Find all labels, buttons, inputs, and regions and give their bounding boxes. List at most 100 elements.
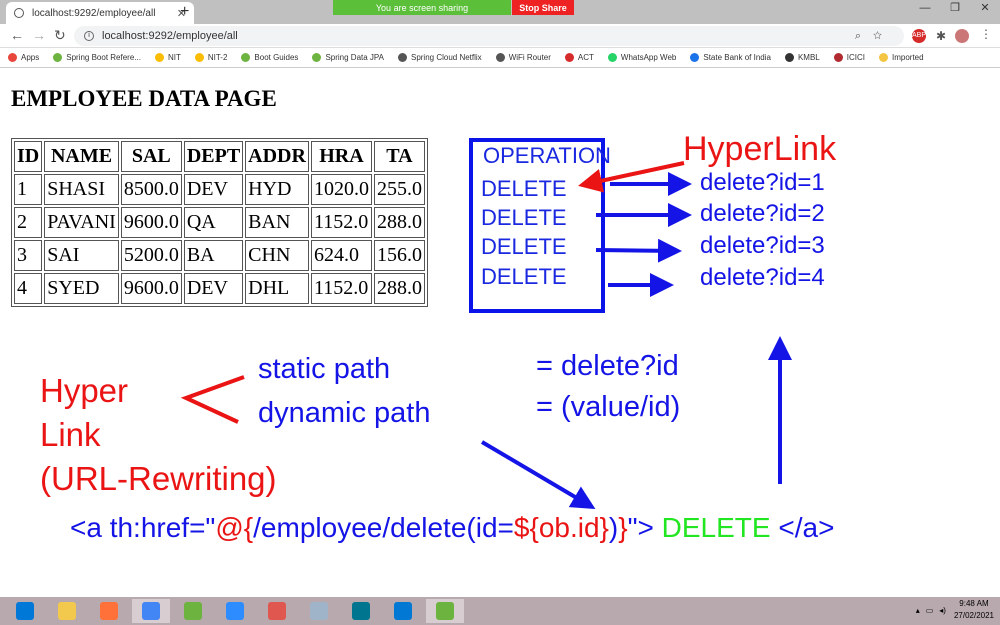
bookmark-item[interactable]: Spring Data JPA [312,53,384,62]
bookmark-item[interactable]: Imported [879,53,924,62]
windows-start-icon[interactable] [6,599,44,623]
network-icon[interactable]: ▭ [925,605,934,615]
bookmark-label: ACT [577,53,594,62]
address-bar-row: ← → ↻ i localhost:9292/employee/all ⌕☆ A… [0,24,1000,48]
close-tab-icon[interactable]: ✕ [176,7,186,20]
table-cell-name: PAVANI [44,207,119,238]
folder-icon [879,53,888,62]
column-header-hra: HRA [310,141,372,172]
file-explorer-icon[interactable] [48,599,86,623]
stop-share-button[interactable]: Stop Share [512,0,574,15]
table-cell-id: 4 [14,273,43,304]
profile-avatar[interactable] [955,29,969,43]
mysql-icon[interactable] [342,599,380,623]
spring-tool-icon-glyph [184,602,202,620]
forward-arrow-icon[interactable]: → [32,27,46,43]
spring-icon [53,53,63,62]
table-cell-hra: 624.0 [310,240,372,271]
back-arrow-icon[interactable]: ← [10,27,24,43]
paint-icon[interactable] [258,599,296,623]
table-cell-sal: 5200.0 [120,240,182,271]
bookmark-item[interactable]: ACT [564,53,594,62]
info-icon[interactable]: i [84,31,94,41]
bookmarks-bar: Apps Spring Boot Refere... NIT NIT-2 Boot Gu… [0,48,1000,68]
url-annotation-3: delete?id=3 [700,232,825,259]
code-path: /employee/delete(id= [253,512,514,543]
delete-link-3[interactable]: DELETE [481,234,567,259]
bookmark-item[interactable]: WhatsApp Web [607,53,676,62]
restore-button[interactable]: ❐ [950,2,960,14]
spring-icon [241,53,251,62]
url-annotation-4: delete?id=4 [700,264,825,291]
bookmark-item[interactable]: Spring Cloud Netflix [397,53,482,62]
screen-sharing-banner: You are screen sharing [333,0,511,15]
search-doc-icon-glyph [310,602,328,620]
bookmark-item[interactable]: NIT-2 [194,53,228,62]
extensions-puzzle-icon[interactable]: ✱ [934,29,948,43]
minimize-button[interactable]: — [919,2,931,14]
search-doc-icon[interactable] [300,599,338,623]
spring-tool-icon[interactable] [426,599,464,623]
table-cell-dept: DEV [183,174,244,205]
bookmark-item[interactable]: Apps [8,53,39,62]
bookmark-item[interactable]: Spring Boot Refere... [53,53,141,62]
code-open: <a th:href=" [70,512,216,543]
vscode-icon[interactable] [384,599,422,623]
bookmark-item[interactable]: State Bank of India [690,53,771,62]
apps-grid-icon [8,53,17,62]
delete-link-1[interactable]: DELETE [481,176,567,201]
globe-icon [14,8,24,18]
browser-tab[interactable]: localhost:9292/employee/all ✕ [6,2,194,24]
table-cell-id: 3 [14,240,43,271]
bookmark-label: Boot Guides [254,53,299,62]
table-cell-hra: 1020.0 [310,174,372,205]
delete-link-2[interactable]: DELETE [481,205,567,230]
table-cell-ta: 156.0 [373,240,425,271]
table-cell-id: 1 [14,174,43,205]
spring-icon [312,53,322,62]
sharing-text: You are screen sharing [375,2,469,13]
new-tab-button[interactable]: + [180,3,190,20]
table-cell-hra: 1152.0 [310,273,372,304]
hyperlink-annotation: HyperLink [683,130,837,168]
reload-icon[interactable]: ↻ [54,27,66,43]
code-close-brace: } [618,512,628,543]
bookmark-label: ICICI [846,53,865,62]
sbi-icon [690,53,700,62]
menu-dots-icon[interactable]: ⋮ [980,27,992,41]
delete-link-4[interactable]: DELETE [481,264,567,289]
bookmark-item[interactable]: NIT [154,53,181,62]
url-tools: ⌕☆ [855,30,894,43]
bookmark-star-icon[interactable]: ☆ [873,29,894,42]
bookmark-label: State Bank of India [703,53,771,62]
chrome-icon[interactable] [132,599,170,623]
bookmark-label: Spring Boot Refere... [66,53,141,62]
static-path-annotation: static path [258,353,391,385]
icici-icon [833,53,843,62]
bookmark-item[interactable]: Boot Guides [241,53,298,62]
table-cell-sal: 9600.0 [120,273,182,304]
window-controls: — ❐ ✕ [910,0,1000,18]
bookmark-item[interactable]: ICICI [833,53,865,62]
zoom-icon[interactable]: ⌕ [854,29,874,42]
bookmark-item[interactable]: KMBL [784,53,820,62]
column-header-id: ID [14,141,43,172]
spring-tool-icon[interactable] [174,599,212,623]
bookmark-label: NIT-2 [207,53,228,62]
bookmark-item[interactable]: WiFi Router [495,53,551,62]
clock[interactable]: 9:48 AM 27/02/2021 [954,598,994,622]
close-window-button[interactable]: ✕ [980,2,990,14]
tray-chevron-icon[interactable]: ▴ [915,605,920,615]
dynamic-equation: = (value/id) [536,391,681,423]
url-input[interactable]: i localhost:9292/employee/all ⌕☆ [74,26,904,46]
volume-icon[interactable]: ◂) [939,605,946,615]
whatsapp-icon [607,53,617,62]
paint-icon-glyph [268,602,286,620]
zoom-icon[interactable] [216,599,254,623]
vscode-icon-glyph [394,602,412,620]
firefox-icon[interactable] [90,599,128,623]
adblock-icon[interactable]: ABP [912,29,926,43]
